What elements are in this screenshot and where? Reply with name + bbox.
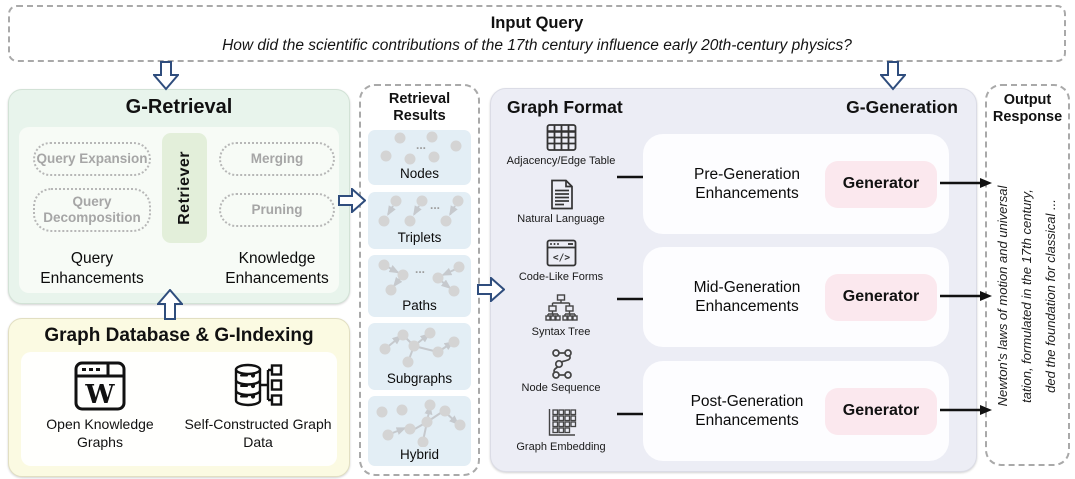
pre-generation-label: Pre-Generation Enhancements (694, 165, 800, 202)
format-graph-embedding: Graph Embedding (491, 407, 631, 453)
result-item-nodes: ... Nodes (368, 130, 471, 185)
format-label: Code-Like Forms (518, 271, 604, 283)
arrow-pre-to-output-icon (940, 178, 992, 188)
ellipsis-text: ... (430, 198, 440, 212)
generator-box: Generator (825, 273, 937, 321)
mid-generation-label: Mid-Generation Enhancements (693, 278, 801, 315)
nodes-graph-icon: ... (380, 131, 461, 165)
retrieval-results-panel: Retrieval Results ... Nodes (359, 84, 480, 476)
query-enhancements-label: Query Enhancements (40, 250, 144, 288)
output-response-text-wrap: Newton's laws of motion and universal ta… (991, 138, 1065, 454)
output-response-panel: Output Response Newton's laws of motion … (985, 84, 1070, 466)
retrieval-results-title: Retrieval Results (388, 91, 451, 125)
hybrid-graph-icon (376, 399, 465, 447)
arrow-right-retrieval-to-results-icon (338, 188, 366, 213)
query-decomposition-pill: Query Decomposition (33, 188, 151, 232)
merging-pill: Merging (219, 142, 335, 176)
result-item-label: Hybrid (399, 447, 439, 462)
post-generation-label: Post-Generation Enhancements (690, 392, 804, 429)
triplets-graph-icon: ... (378, 195, 463, 227)
syntax-tree-icon (545, 294, 578, 321)
graph-database-inner-panel: W Open Knowledge Graphs (21, 352, 337, 466)
output-line: Newton's laws of motion and universal (995, 185, 1010, 407)
format-natural-language: Natural Language (491, 179, 631, 225)
retriever-label: Retriever (175, 151, 193, 225)
result-item-label: Triplets (397, 230, 442, 245)
self-constructed-graph-source: Self-Constructed Graph Data (181, 360, 336, 451)
output-response-text: Newton's laws of motion and universal ta… (991, 138, 1065, 454)
arrow-post-to-output-icon (940, 405, 992, 415)
g-retrieval-panel: G-Retrieval Query Expansion Query Decomp… (8, 89, 350, 304)
result-item-label: Subgraphs (386, 371, 453, 386)
result-item-label: Paths (402, 298, 437, 313)
graph-database-panel: Graph Database & G-Indexing W Open Knowl… (8, 318, 350, 477)
g-retrieval-inner-panel: Query Expansion Query Decomposition Retr… (19, 127, 339, 293)
format-label: Graph Embedding (516, 441, 606, 453)
query-expansion-pill: Query Expansion (33, 142, 151, 176)
result-item-hybrid: Hybrid (368, 396, 471, 466)
wikipedia-browser-icon: W (74, 361, 126, 411)
format-code-like-forms: </> Code-Like Forms (491, 238, 631, 283)
pre-generation-stage: Pre-Generation Enhancements Generator (643, 134, 949, 234)
open-knowledge-graphs-label: Open Knowledge Graphs (46, 416, 154, 450)
output-response-title: Output Response (992, 92, 1063, 126)
wikipedia-w-letter: W (84, 380, 115, 410)
table-icon (546, 124, 576, 151)
generator-box: Generator (825, 387, 937, 435)
format-syntax-tree: Syntax Tree (491, 294, 631, 338)
self-constructed-graph-label: Self-Constructed Graph Data (184, 416, 332, 450)
ellipsis-text: ... (415, 262, 425, 276)
input-query-panel: Input Query How did the scientific contr… (8, 5, 1066, 62)
pruning-pill: Pruning (219, 193, 335, 227)
format-label: Syntax Tree (531, 326, 591, 338)
graph-format-panel: Graph Format G-Generation Adjacency/Edge… (490, 88, 977, 472)
post-generation-stage: Post-Generation Enhancements Generator (643, 361, 949, 461)
mid-generation-stage: Mid-Generation Enhancements Generator (643, 247, 949, 347)
arrow-up-db-to-retrieval-icon (157, 289, 183, 320)
input-query-text: How did the scientific contributions of … (222, 37, 852, 54)
knowledge-enhancements-label: Knowledge Enhancements (225, 250, 329, 288)
open-knowledge-graphs-source: W Open Knowledge Graphs (23, 360, 178, 451)
code-glyph-text: </> (552, 253, 569, 264)
g-generation-title: G-Generation (846, 97, 958, 117)
format-label: Natural Language (517, 213, 605, 225)
result-item-paths: ... Paths (368, 255, 471, 317)
arrow-down-to-generation-icon (880, 61, 906, 91)
format-label: Adjacency/Edge Table (506, 155, 616, 167)
format-adjacency-table: Adjacency/Edge Table (491, 123, 631, 167)
paths-graph-icon: ... (378, 259, 464, 297)
output-line: tation, formulated in the 17th century, (1019, 189, 1034, 403)
arrow-mid-to-output-icon (940, 291, 992, 301)
code-window-icon: </> (546, 239, 576, 267)
node-sequence-icon (552, 349, 572, 379)
output-line: ded the foundation for classical ... (1043, 199, 1058, 393)
result-item-subgraphs: Subgraphs (368, 323, 471, 390)
retriever-box: Retriever (162, 133, 207, 243)
database-graph-icon (234, 363, 283, 407)
graph-embedding-icon (548, 409, 577, 436)
input-query-title: Input Query (490, 14, 584, 32)
arrow-down-to-retrieval-icon (153, 61, 179, 91)
graph-format-title: Graph Format (507, 97, 623, 117)
result-item-label: Nodes (399, 166, 440, 181)
arrow-right-results-to-format-icon (477, 277, 505, 302)
subgraphs-graph-icon (379, 327, 459, 368)
document-icon (551, 179, 573, 210)
result-item-triplets: ... Triplets (368, 192, 471, 249)
format-node-sequence: Node Sequence (491, 348, 631, 394)
format-label: Node Sequence (521, 382, 601, 394)
ellipsis-text: ... (416, 138, 426, 152)
graph-database-title: Graph Database & G-Indexing (44, 325, 314, 346)
g-retrieval-title: G-Retrieval (125, 96, 233, 118)
generator-box: Generator (825, 160, 937, 208)
